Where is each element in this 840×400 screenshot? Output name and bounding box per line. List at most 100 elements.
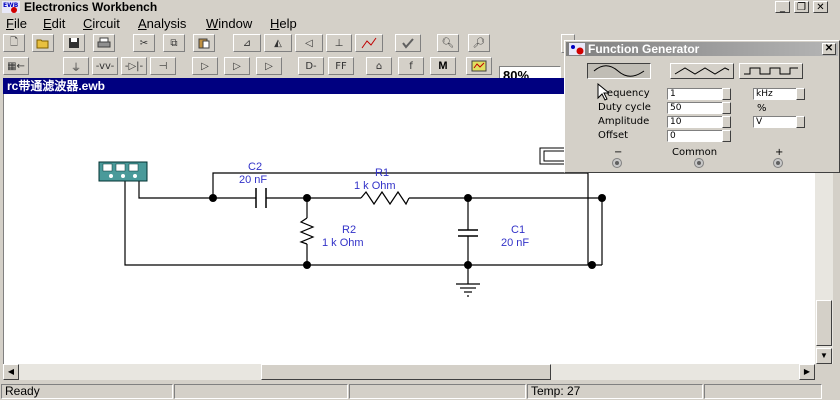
description-icon[interactable] — [395, 34, 421, 52]
junction-node — [303, 261, 311, 269]
zoom-in-icon[interactable]: 🔎︎ — [468, 34, 490, 52]
square-wave-button[interactable] — [739, 63, 803, 79]
flip-horizontal-icon[interactable]: ◭ — [264, 34, 292, 52]
function-generator-window: Function Generator ✕ Frequency 1 kHz Dut… — [564, 40, 840, 173]
minus-terminal-label: − — [614, 147, 623, 158]
amplitude-field[interactable]: 10 — [667, 116, 731, 128]
menu-analysis[interactable]: Analysis — [138, 16, 187, 31]
menu-window[interactable]: Window — [206, 16, 253, 31]
mixed-ics-bin-icon[interactable]: ▷ — [224, 57, 250, 75]
basic-bin-icon[interactable]: -vv- — [92, 57, 118, 75]
sine-wave-button[interactable] — [587, 63, 651, 79]
c1-value-label: 20 nF — [501, 237, 529, 249]
menu-bar: File Edit Circuit Analysis Window Help — [0, 15, 840, 32]
analog-ics-bin-icon[interactable]: ▷ — [192, 57, 218, 75]
duty-cycle-spinner[interactable] — [722, 102, 731, 114]
duty-cycle-field[interactable]: 50 — [667, 102, 731, 114]
svg-text:EWB: EWB — [3, 2, 19, 9]
c1-ref-label: C1 — [511, 224, 525, 236]
frequency-unit-select[interactable]: kHz — [753, 88, 797, 100]
vertical-scroll-thumb[interactable] — [816, 300, 832, 346]
new-file-icon[interactable]: 🗋 — [3, 34, 25, 52]
diodes-bin-icon[interactable]: -▷|- — [121, 57, 147, 75]
function-generator-close-icon[interactable]: ✕ — [822, 43, 836, 55]
open-folder-icon[interactable] — [32, 34, 54, 52]
triangle-wave-button[interactable] — [670, 63, 734, 79]
menu-edit[interactable]: Edit — [43, 16, 66, 31]
menu-file[interactable]: File — [6, 16, 27, 31]
c2-value-label: 20 nF — [239, 174, 267, 186]
function-generator-title: Function Generator — [588, 42, 700, 56]
scroll-down-icon[interactable]: ▼ — [816, 348, 832, 364]
print-icon[interactable] — [93, 34, 115, 52]
triangle-wave-icon — [674, 67, 730, 75]
function-generator-symbol[interactable] — [98, 161, 148, 182]
menu-circuit[interactable]: Circuit — [83, 16, 120, 31]
frequency-spinner[interactable] — [722, 88, 731, 100]
plus-terminal-label: + — [775, 147, 784, 158]
junction-node — [303, 194, 311, 202]
scroll-left-icon[interactable]: ◀ — [3, 364, 19, 380]
parts-toolbar: ▦← ⏚ -vv- -▷|- ⊣ ▷ ▷ ▷ D- FF ⌂ f M — [0, 56, 840, 78]
rotate-icon[interactable]: ⊿ — [233, 34, 261, 52]
scroll-right-icon[interactable]: ▶ — [799, 364, 815, 380]
amplitude-spinner[interactable] — [722, 116, 731, 128]
instrument-icon — [569, 43, 585, 55]
indicators-bin-icon[interactable]: ⌂ — [366, 57, 392, 75]
junction-node — [588, 261, 596, 269]
save-icon[interactable] — [63, 34, 85, 52]
junction-node — [598, 194, 606, 202]
mouse-cursor-icon — [597, 83, 609, 101]
close-button[interactable]: ✕ — [813, 1, 828, 13]
circuit-canvas[interactable]: C2 20 nF R1 1 k Ohm R2 1 k Ohm C1 20 nF — [3, 94, 816, 364]
copy-icon[interactable]: ⧉ — [163, 34, 185, 52]
title-bar: EWB Electronics Workbench _ ❐ ✕ — [0, 0, 840, 15]
offset-label: Offset — [598, 130, 629, 141]
paste-icon[interactable] — [193, 34, 215, 52]
miscellaneous-bin-icon[interactable]: M — [430, 57, 456, 75]
status-bar: Ready Temp: 27 — [0, 382, 840, 400]
temperature-readout: Temp: 27 — [527, 384, 703, 399]
logic-gates-bin-icon[interactable]: D- — [298, 57, 324, 75]
offset-spinner[interactable] — [722, 130, 731, 142]
c2-ref-label: C2 — [248, 161, 262, 173]
app-title: Electronics Workbench — [24, 0, 158, 14]
cut-icon[interactable]: ✂ — [133, 34, 155, 52]
r1-ref-label: R1 — [375, 167, 389, 179]
transistors-bin-icon[interactable]: ⊣ — [150, 57, 176, 75]
status-panel — [174, 384, 348, 399]
common-terminal-label: Common — [672, 147, 718, 158]
sine-wave-icon — [593, 65, 645, 77]
parts-menu-icon[interactable]: ▦← — [3, 57, 29, 75]
sources-bin-icon[interactable]: ⏚ — [63, 57, 89, 75]
common-terminal[interactable] — [694, 158, 704, 168]
standard-toolbar: 🗋 ✂ ⧉ ⊿ ◭ ◁ ⊥ 🔍︎ 🔎︎ 80% ▾ — [0, 33, 840, 85]
minimize-button[interactable]: _ — [775, 1, 790, 13]
controls-bin-icon[interactable]: f — [398, 57, 424, 75]
horizontal-scroll-thumb[interactable] — [261, 364, 551, 380]
create-subcircuit-icon[interactable] — [355, 34, 383, 52]
r1-resistor — [360, 190, 410, 206]
plus-terminal[interactable] — [773, 158, 783, 168]
flip-vertical-icon[interactable]: ◁ — [295, 34, 323, 52]
horizontal-scrollbar[interactable]: ◀ ▶ — [3, 364, 815, 380]
frequency-unit-spinner[interactable] — [796, 88, 805, 100]
minus-terminal[interactable] — [612, 158, 622, 168]
duty-cycle-label: Duty cycle — [598, 102, 651, 113]
digital-ics-bin-icon[interactable]: ▷ — [256, 57, 282, 75]
digital-bin-icon[interactable]: FF — [328, 57, 354, 75]
ground-icon — [456, 283, 480, 297]
junction-node — [464, 261, 472, 269]
function-generator-title-bar[interactable]: Function Generator ✕ — [566, 42, 838, 56]
restore-button[interactable]: ❐ — [794, 1, 809, 13]
frequency-field[interactable]: 1 — [667, 88, 731, 100]
zoom-out-icon[interactable]: 🔍︎ — [437, 34, 459, 52]
junction-node — [209, 194, 217, 202]
amplitude-unit-spinner[interactable] — [796, 116, 805, 128]
instruments-bin-icon[interactable] — [466, 57, 492, 75]
component-properties-icon[interactable]: ⊥ — [326, 34, 352, 52]
app-logo-icon: EWB — [2, 1, 20, 13]
menu-help[interactable]: Help — [270, 16, 297, 31]
amplitude-unit-select[interactable]: V — [753, 116, 797, 128]
square-wave-icon — [744, 67, 798, 75]
